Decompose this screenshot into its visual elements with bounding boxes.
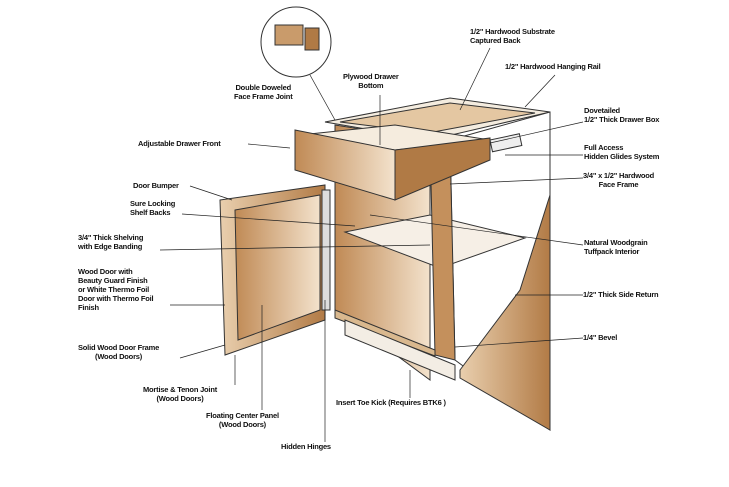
side-return <box>459 194 551 431</box>
label-toe-kick: Insert Toe Kick (Requires BTK6 ) <box>336 398 446 407</box>
label-drawer-front: Adjustable Drawer Front <box>138 139 221 148</box>
label-door-bumper: Door Bumper <box>133 181 179 190</box>
label-bevel: 1/4" Bevel <box>583 333 618 342</box>
label-door-frame: Solid Wood Door Frame(Wood Doors) <box>78 343 160 361</box>
label-hidden-hinges: Hidden Hinges <box>281 442 331 451</box>
label-side-return: 1/2" Thick Side Return <box>583 290 659 299</box>
label-hanging-rail: 1/2" Hardwood Hanging Rail <box>505 62 601 71</box>
label-mortise-tenon: Mortise & Tenon Joint(Wood Doors) <box>143 385 217 403</box>
label-center-panel: Floating Center Panel(Wood Doors) <box>206 411 279 429</box>
